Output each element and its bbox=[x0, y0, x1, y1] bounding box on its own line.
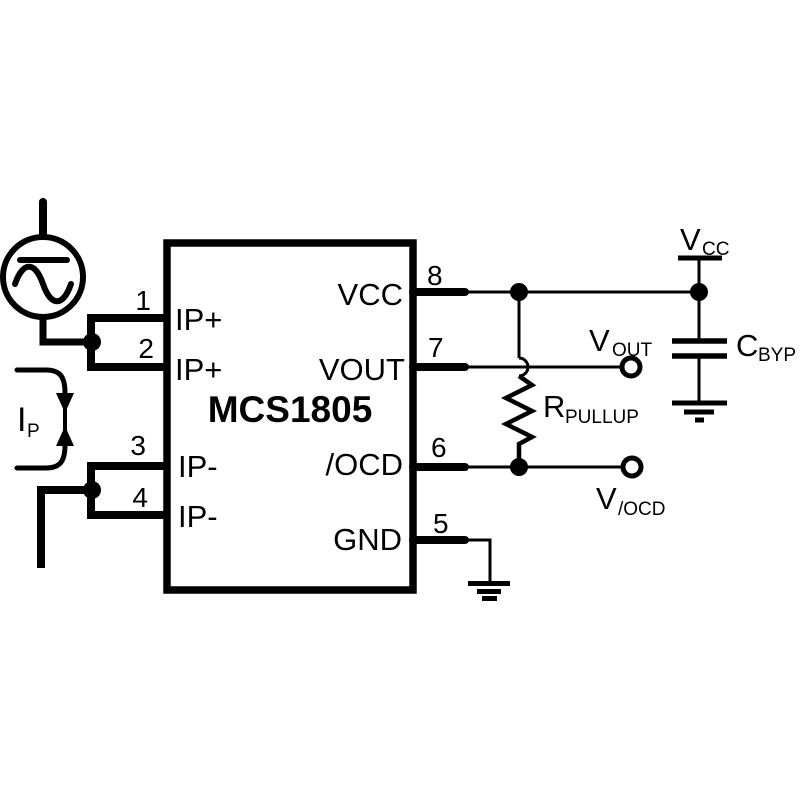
open-terminal-icon bbox=[619, 355, 643, 379]
pin-4-number: 4 bbox=[132, 482, 148, 513]
ocd-label: V bbox=[596, 481, 617, 516]
pullup-label: R bbox=[543, 389, 565, 424]
ic-pin5-name: GND bbox=[333, 522, 402, 557]
ic-pin2-name: IP+ bbox=[175, 352, 222, 387]
ic-pin8-name: VCC bbox=[338, 277, 403, 312]
vcc-supply: V CC bbox=[678, 222, 729, 292]
pin-1-number: 1 bbox=[135, 285, 151, 316]
ic-part-number: MCS1805 bbox=[208, 389, 373, 430]
pullup-label-subscript: PULLUP bbox=[565, 407, 639, 428]
pin-6-number: 6 bbox=[431, 432, 447, 463]
arrowhead-down-icon bbox=[56, 393, 74, 413]
primary-current-arrow: I P bbox=[14, 367, 74, 471]
pin-7-number: 7 bbox=[428, 332, 444, 363]
bypass-cap-label: C bbox=[736, 328, 758, 363]
ocd-terminal: V /OCD bbox=[596, 455, 666, 520]
current-arc-top bbox=[14, 367, 68, 396]
source-sine-icon bbox=[12, 263, 74, 305]
current-label-subscript: P bbox=[27, 421, 40, 442]
vcc-supply-label: V bbox=[680, 222, 701, 257]
pin-5-number: 5 bbox=[433, 508, 449, 539]
ic-pin3-name: IP- bbox=[178, 449, 218, 484]
return-conductor-wire bbox=[37, 486, 92, 568]
ic-pin1-name: IP+ bbox=[175, 302, 222, 337]
bypass-capacitor: C BYP bbox=[672, 292, 796, 423]
ic-pin7-name: VOUT bbox=[319, 352, 405, 387]
bypass-cap-label-subscript: BYP bbox=[758, 345, 796, 366]
ic-pin6-name: /OCD bbox=[326, 447, 404, 482]
pin-3-number: 3 bbox=[130, 430, 146, 461]
ic-body bbox=[163, 239, 417, 594]
output-side-wiring bbox=[409, 283, 708, 581]
pin-8-number: 8 bbox=[427, 260, 443, 291]
arrowhead-up-icon bbox=[56, 426, 74, 446]
ic-mcs1805: MCS1805 IP+ IP+ IP- IP- VCC VOUT /OCD GN… bbox=[130, 239, 449, 594]
vcc-supply-label-subscript: CC bbox=[702, 239, 729, 260]
current-arc-bottom bbox=[14, 442, 68, 471]
source-output-wire bbox=[39, 315, 90, 346]
pin-2-number: 2 bbox=[138, 333, 154, 364]
vout-label: V bbox=[589, 323, 610, 358]
vout-label-subscript: OUT bbox=[612, 340, 653, 361]
ac-current-source bbox=[0, 198, 90, 346]
primary-conductor-wiring bbox=[37, 314, 167, 568]
resistor-zigzag bbox=[500, 374, 538, 467]
gnd-pin-ground bbox=[468, 581, 510, 601]
junction-dot bbox=[83, 333, 101, 351]
open-terminal-icon bbox=[620, 455, 644, 479]
ic-pin4-name: IP- bbox=[178, 499, 218, 534]
vout-terminal: V OUT bbox=[589, 323, 653, 379]
gnd-pin-wire bbox=[463, 538, 492, 581]
ocd-label-subscript: /OCD bbox=[618, 499, 666, 520]
pullup-resistor: R PULLUP bbox=[500, 292, 639, 467]
current-label: I bbox=[17, 401, 26, 439]
